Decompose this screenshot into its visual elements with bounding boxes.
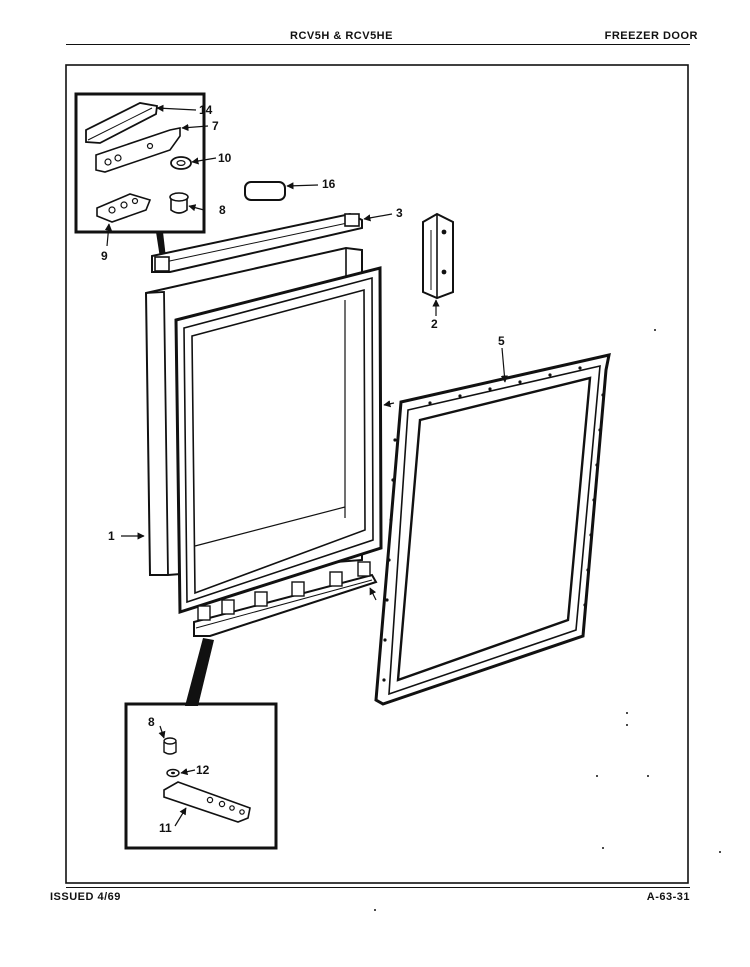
detail-connector-top [156, 232, 166, 258]
callout-12: 12 [196, 763, 210, 777]
header-section: FREEZER DOOR [604, 30, 698, 42]
callout-5: 5 [498, 334, 505, 348]
callout-10: 10 [218, 151, 232, 165]
callout-14: 14 [199, 103, 213, 117]
leader-lines [104, 104, 509, 827]
header-rule [66, 44, 690, 45]
scan-specks [374, 329, 721, 911]
callout-3: 3 [396, 206, 403, 220]
bottom-hinge-rail [193, 561, 378, 637]
door-liner-frame [174, 266, 383, 615]
callout-2: 2 [431, 317, 438, 331]
part-5-gasket [374, 353, 611, 706]
callout-16: 16 [322, 177, 336, 191]
footer-rule [66, 887, 690, 888]
callout-7: 7 [212, 119, 219, 133]
callout-9: 9 [101, 249, 108, 263]
footer-issued: ISSUED 4/69 [50, 891, 121, 903]
diagram-frame [65, 64, 689, 884]
callout-8-top: 8 [219, 203, 226, 217]
callout-11: 11 [159, 821, 172, 835]
hinge-detail-bottom [124, 702, 278, 850]
hinge-detail-top [74, 92, 206, 234]
footer-code: A-63-31 [646, 891, 690, 903]
callout-1: 1 [108, 529, 115, 543]
part-16-trim [244, 181, 286, 201]
detail-connector-bottom [185, 638, 214, 706]
callout-8-bottom: 8 [148, 715, 155, 729]
part-2-side-bracket [422, 212, 454, 300]
header-model: RCV5H & RCV5HE [290, 30, 393, 42]
part-3-top-rail [151, 212, 363, 273]
